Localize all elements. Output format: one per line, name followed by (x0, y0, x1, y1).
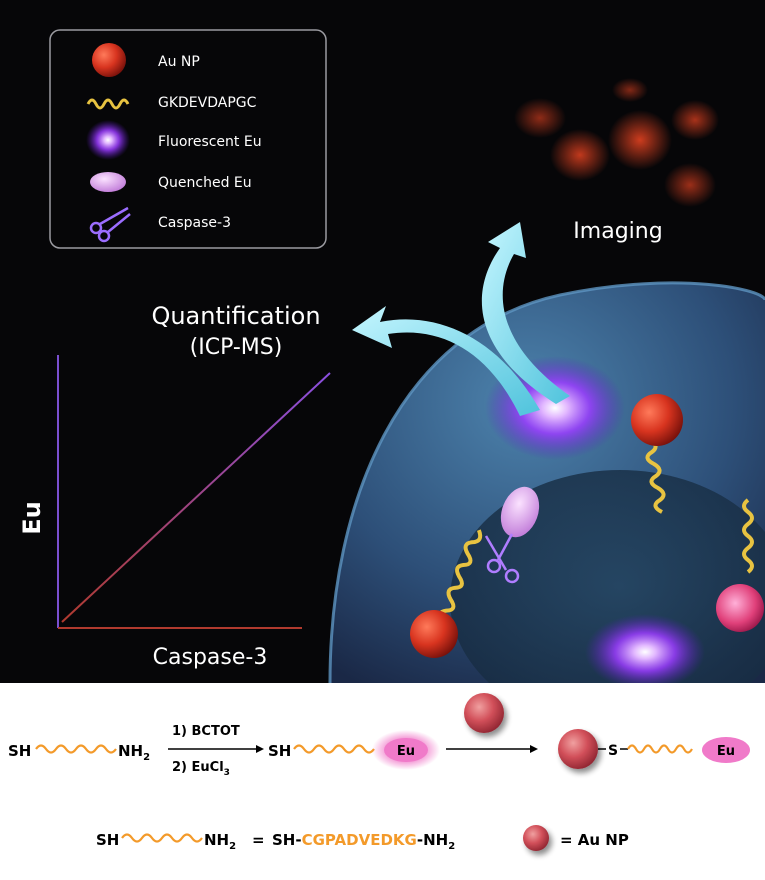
scissors-in-cell (484, 533, 520, 584)
product-eu-tag: Eu (717, 744, 735, 759)
def-nh: NH2 (204, 831, 236, 852)
au-np-reagent (464, 693, 504, 733)
legend-au-np-dot (523, 825, 549, 851)
plot-y-label: Eu (18, 501, 46, 534)
gold-np-peptide-top (631, 394, 683, 514)
gold-nanoparticle-icon (92, 43, 126, 77)
legend-label-fluorescent-eu: Fluorescent Eu (158, 134, 262, 150)
start-nh: NH2 (118, 742, 150, 763)
arrow-to-quantification (352, 306, 540, 416)
start-sh: SH (8, 742, 31, 760)
schematic-panel: Au NP GKDEVDAPGC Fluorescent Eu Quenched… (0, 0, 765, 683)
cleaved-peptide-left (410, 486, 540, 658)
product-au-np (558, 729, 598, 769)
quantification-label: Quantification (151, 302, 320, 330)
legend-label-quenched-eu: Quenched Eu (158, 175, 252, 191)
step2-label: 2) EuCl3 (172, 760, 230, 778)
quenched-eu-icon (90, 172, 126, 192)
imaging-label: Imaging (573, 219, 662, 244)
fluorescent-eu-icon (86, 120, 130, 160)
mid-sh: SH (268, 742, 291, 760)
def-sequence: SH-CGPADVEDKG-NH2 (272, 831, 455, 852)
def-au-np: = Au NP (560, 831, 629, 849)
cell (328, 281, 765, 683)
scissors-icon (89, 206, 131, 243)
icp-ms-label: (ICP-MS) (190, 335, 283, 360)
start-chain (35, 744, 117, 754)
imaging-micrograph (514, 78, 719, 207)
schematic-svg: Au NP GKDEVDAPGC Fluorescent Eu Quenched… (18, 29, 765, 683)
quenched-np-right (716, 498, 764, 632)
peptide-helix-icon (86, 98, 130, 110)
scheme-svg: SH NH2 1) BCTOT 2) EuCl3 SH Eu S (8, 693, 750, 852)
plot-x-label: Caspase-3 (153, 645, 268, 670)
product-s: S (608, 743, 618, 759)
legend-label-au-np: Au NP (158, 54, 200, 70)
legend-box (49, 29, 327, 249)
eu-vs-caspase-plot (57, 355, 331, 629)
def-equals: = (252, 831, 265, 849)
def-sh: SH (96, 831, 119, 849)
legend-label-peptide: GKDEVDAPGC (158, 95, 257, 111)
legend-label-caspase: Caspase-3 (158, 215, 231, 231)
arrow-to-imaging (481, 222, 570, 404)
synthesis-scheme-panel: SH NH2 1) BCTOT 2) EuCl3 SH Eu S (0, 683, 765, 876)
mid-eu-tag: Eu (397, 744, 415, 759)
fluorescent-eu-glow-lower (585, 614, 705, 683)
plot-trend-line (61, 372, 331, 623)
step1-label: 1) BCTOT (172, 724, 240, 739)
